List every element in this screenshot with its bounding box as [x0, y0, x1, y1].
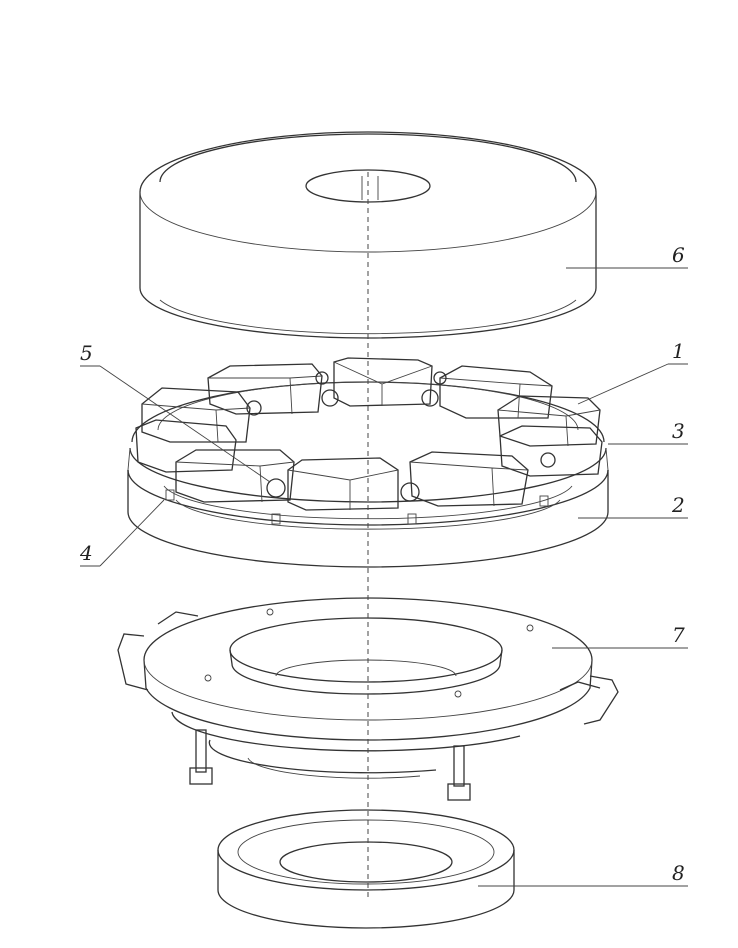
bolt-right	[447, 745, 471, 801]
part-8-ring	[217, 809, 515, 929]
callout-1: 1	[577, 339, 688, 405]
svg-text:4: 4	[79, 541, 93, 565]
svg-text:3: 3	[672, 419, 685, 443]
part-1-pads	[135, 357, 603, 511]
svg-text:5: 5	[80, 341, 93, 365]
part-5-ball-supports	[246, 371, 556, 502]
svg-text:7: 7	[672, 623, 685, 647]
callout-7: 7	[552, 623, 688, 649]
svg-text:2: 2	[671, 493, 685, 517]
part-4-pins	[165, 489, 549, 525]
callout-4: 4	[79, 499, 165, 567]
callout-2: 2	[578, 493, 688, 519]
svg-text:6: 6	[672, 243, 685, 267]
svg-text:8: 8	[672, 861, 685, 885]
bolt-left	[189, 729, 213, 785]
callout-8: 8	[478, 861, 688, 887]
svg-text:1: 1	[672, 339, 685, 363]
callout-6: 6	[566, 243, 688, 269]
callout-3: 3	[608, 419, 688, 445]
callout-5: 5	[80, 341, 271, 483]
